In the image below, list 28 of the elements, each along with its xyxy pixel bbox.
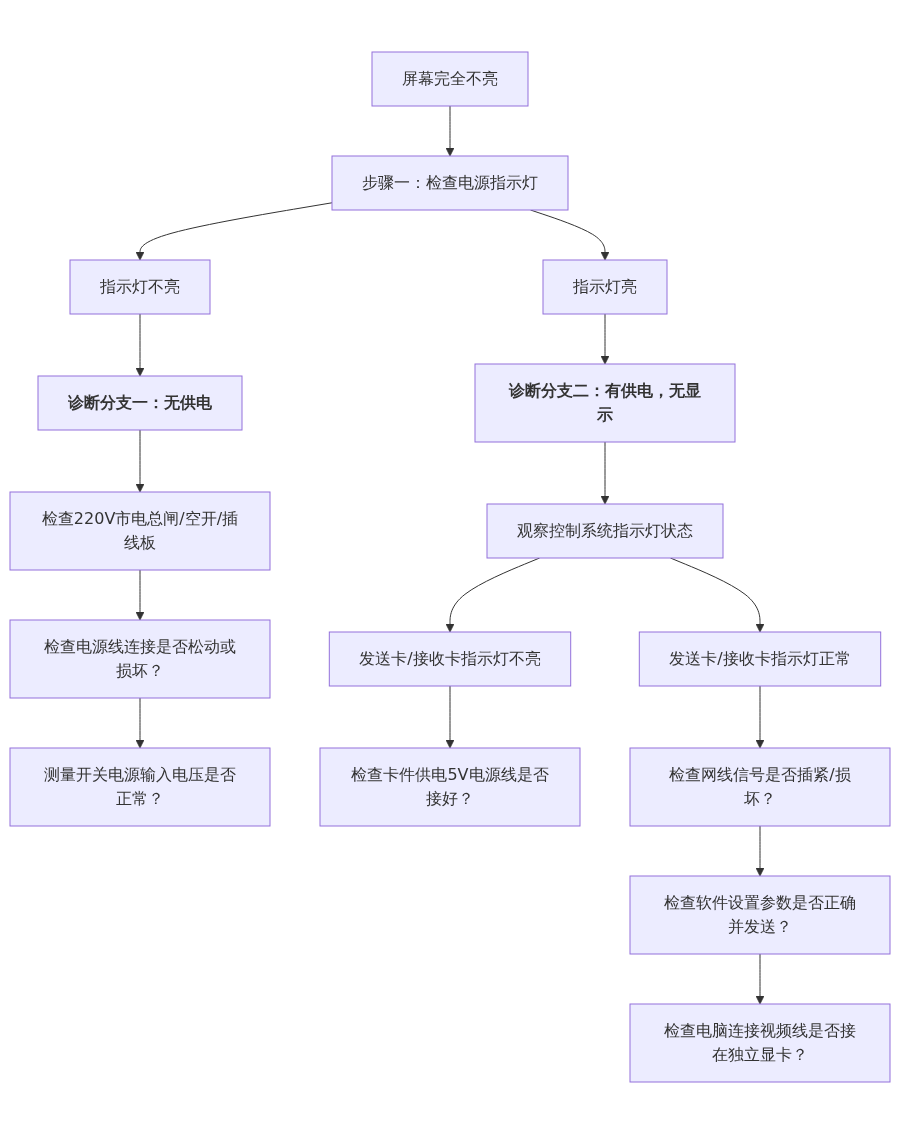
arrow xyxy=(755,953,765,1005)
arrow xyxy=(755,685,765,749)
arrow xyxy=(600,441,610,505)
node-box: 检查电源线连接是否松动或损坏？ xyxy=(9,619,271,699)
arrow xyxy=(135,429,145,493)
node-box: 诊断分支二：有供电，无显示 xyxy=(474,363,736,443)
arrow xyxy=(135,313,145,377)
arrow xyxy=(445,685,455,749)
arrow xyxy=(135,697,145,749)
node-box: 指示灯亮 xyxy=(542,259,668,315)
node-box: 测量开关电源输入电压是否正常？ xyxy=(9,747,271,827)
arrow xyxy=(135,569,145,621)
node-box: 检查220V市电总闸/空开/插线板 xyxy=(9,491,271,571)
node-box: 发送卡/接收卡指示灯正常 xyxy=(638,631,882,687)
node-box: 步骤一：检查电源指示灯 xyxy=(331,155,569,211)
arrow xyxy=(135,202,333,261)
node-box: 检查卡件供电5V电源线是否接好？ xyxy=(319,747,581,827)
arrow xyxy=(600,313,610,365)
node-box: 检查电脑连接视频线是否接在独立显卡？ xyxy=(629,1003,891,1083)
node-box: 指示灯不亮 xyxy=(69,259,211,315)
node-box: 发送卡/接收卡指示灯不亮 xyxy=(328,631,572,687)
arrow xyxy=(755,825,765,877)
node-box: 观察控制系统指示灯状态 xyxy=(486,503,724,559)
node-box: 屏幕完全不亮 xyxy=(371,51,529,107)
arrow xyxy=(445,105,455,157)
node-box: 检查网线信号是否插紧/损坏？ xyxy=(629,747,891,827)
node-box: 诊断分支一：无供电 xyxy=(37,375,243,431)
node-box: 检查软件设置参数是否正确并发送？ xyxy=(629,875,891,955)
